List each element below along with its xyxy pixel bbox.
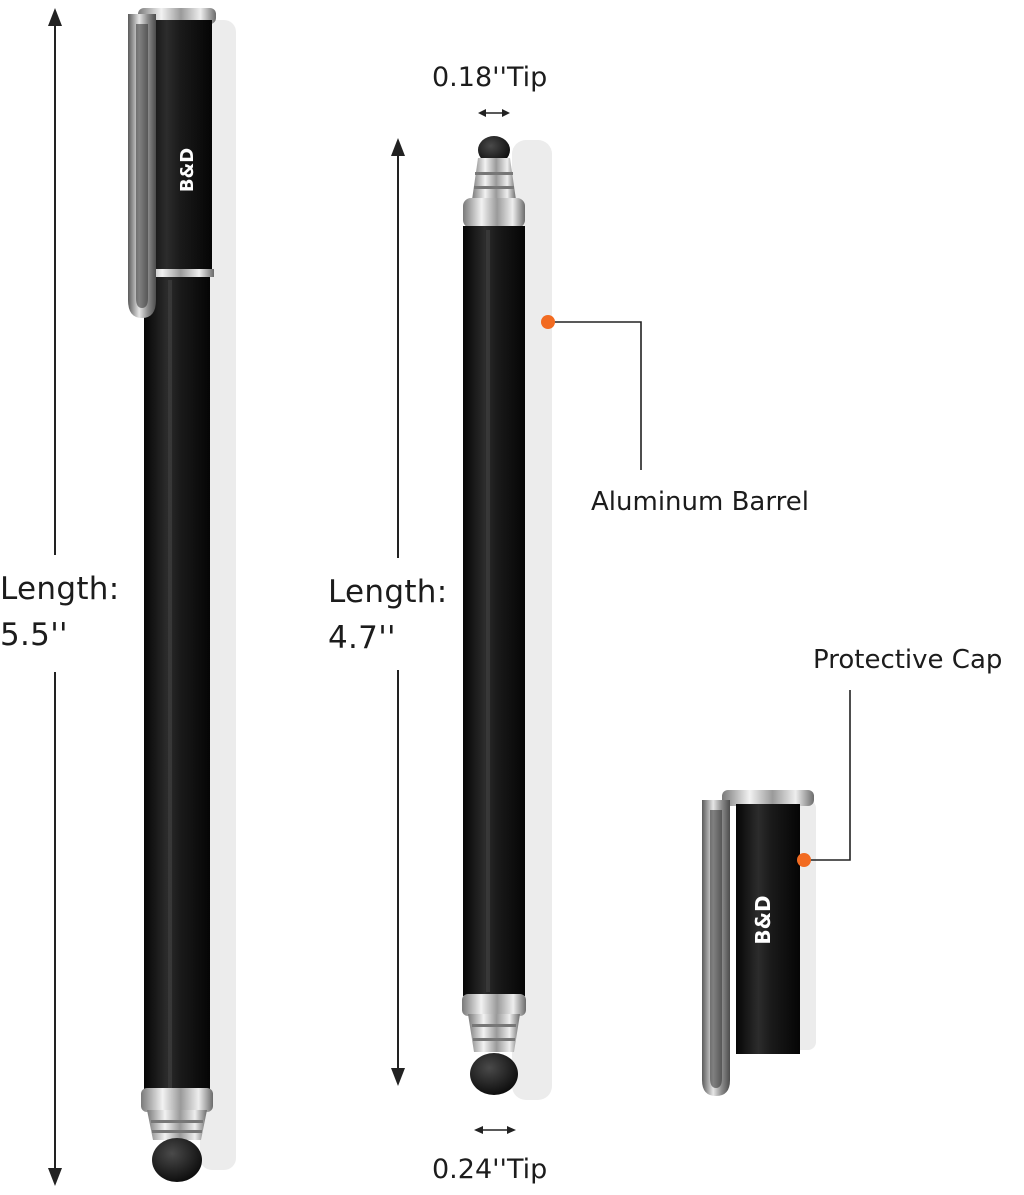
arrow-down-icon: [48, 1168, 62, 1186]
long-stylus-logo: B&D: [177, 148, 198, 192]
short-length-value: 4.7'': [328, 620, 396, 656]
arrow-up-icon: [391, 138, 405, 156]
callout-dot: [541, 315, 555, 329]
long-stylus: B&D: [128, 8, 236, 1182]
cap-logo: B&D: [751, 895, 775, 944]
bottom-tip-width-arrow: [474, 1126, 516, 1134]
long-stylus-barrel-highlight: [168, 280, 172, 1094]
long-length-dimension: [48, 8, 62, 1186]
long-stylus-rubber-tip: [152, 1138, 202, 1182]
short-stylus-barrel: [463, 226, 525, 996]
long-length-value: 5.5'': [0, 617, 68, 653]
barrel-callout: [541, 315, 642, 470]
cap-body: [736, 804, 800, 1054]
callout-dot: [797, 853, 811, 867]
short-stylus-top-tip-holder: [472, 158, 516, 200]
long-stylus-ring: [140, 269, 214, 277]
long-stylus-collar: [141, 1088, 213, 1112]
long-length-label: Length:: [0, 571, 120, 607]
short-length-dimension: [391, 138, 405, 1086]
short-stylus-top-rubber-tip: [478, 136, 510, 164]
bottom-tip-label: 0.24''Tip: [432, 1154, 548, 1185]
protective-cap-label: Protective Cap: [813, 645, 1003, 675]
top-tip-width-arrow: [478, 109, 510, 117]
arrow-up-icon: [48, 8, 62, 26]
short-stylus-bottom-rubber-tip: [470, 1053, 518, 1095]
protective-cap: B&D: [702, 790, 816, 1096]
top-tip-label: 0.18''Tip: [432, 62, 548, 93]
short-stylus-bottom-tip-holder: [468, 1014, 520, 1052]
short-length-label: Length:: [328, 574, 448, 610]
cap-callout: [797, 690, 851, 867]
long-stylus-tip-holder: [147, 1110, 207, 1140]
aluminum-barrel-label: Aluminum Barrel: [591, 487, 809, 517]
short-stylus-bottom-collar: [462, 994, 526, 1016]
short-stylus: [462, 136, 552, 1100]
cap-top-rim: [722, 790, 814, 806]
long-stylus-barrel: [144, 277, 210, 1097]
arrow-down-icon: [391, 1068, 405, 1086]
short-stylus-top-collar: [463, 198, 525, 228]
